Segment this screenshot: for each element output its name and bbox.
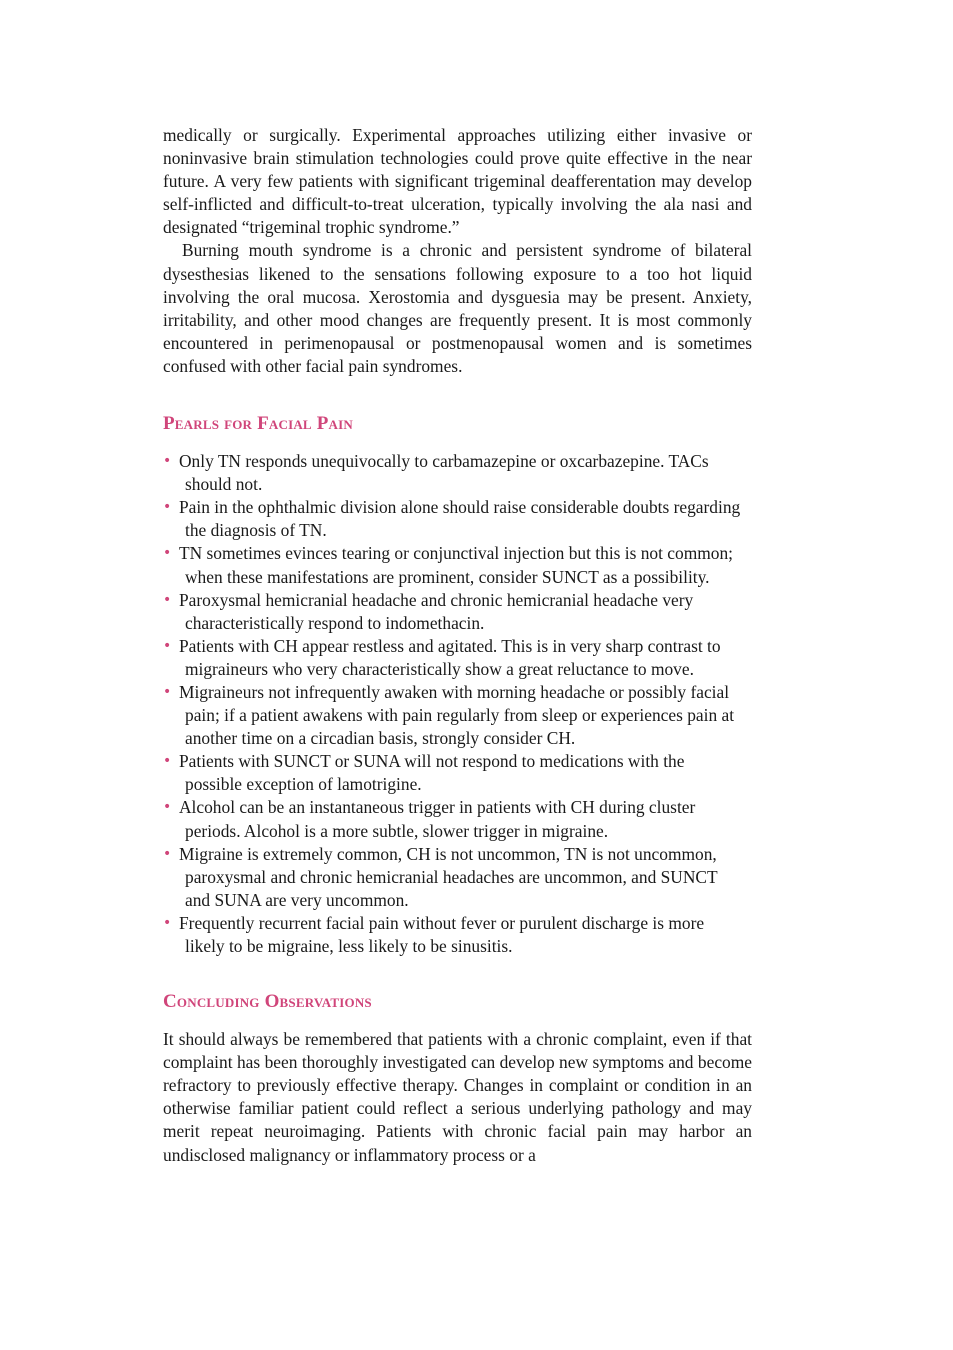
section-heading-pearls: Pearls for Facial Pain [163,413,353,435]
pearls-list: • Only TN responds unequivocally to carba… [163,450,752,958]
page-content: medically or surgically. Experimental ap… [163,124,752,1167]
list-item-text: Patients with SUNCT or SUNA will not res… [179,751,685,795]
list-item-text: Migraine is extremely common, CH is not … [179,843,718,910]
bullet-icon: • [163,799,172,816]
bullet-icon: • [163,499,172,516]
list-item-text: Paroxysmal hemicranial headache and chro… [179,589,694,633]
list-item: • Alcohol can be an instantaneous trigger… [163,796,745,842]
list-item-text: Only TN responds unequivocally to carbam… [179,451,709,495]
bullet-icon: • [163,845,172,862]
bullet-icon: • [163,453,172,470]
list-item: • Frequently recurrent facial pain withou… [163,912,745,958]
list-item-text: TN sometimes evinces tearing or conjunct… [179,543,733,587]
bullet-icon: • [163,591,172,608]
list-item: • Patients with CH appear restless and ag… [163,635,745,681]
list-item-text: Migraineurs not infrequently awaken with… [179,681,735,749]
list-item: • Migraineurs not infrequently awaken wit… [163,681,745,750]
list-item: • Patients with SUNCT or SUNA will not re… [163,750,745,796]
list-item: • Migraine is extremely common, CH is not… [163,843,745,912]
concluding-paragraph: It should always be remembered that pati… [163,1029,752,1165]
list-item: • TN sometimes evinces tearing or conjunc… [163,542,745,588]
list-item-text: Alcohol can be an instantaneous trigger … [179,797,696,841]
section-heading-concluding: Concluding Observations [163,991,372,1013]
body-paragraph-1: medically or surgically. Experimental ap… [163,125,752,238]
list-item: • Only TN responds unequivocally to carba… [163,450,745,496]
bullet-icon: • [163,914,172,931]
list-item: • Pain in the ophthalmic division alone s… [163,496,745,542]
list-item-text: Pain in the ophthalmic division alone sh… [179,497,741,541]
list-item: • Paroxysmal hemicranial headache and chr… [163,589,745,635]
bullet-icon: • [163,545,172,562]
bullet-icon: • [163,683,172,700]
body-paragraph-2: Burning mouth syndrome is a chronic and … [163,240,752,376]
bullet-icon: • [163,753,172,770]
bullet-icon: • [163,637,172,654]
list-item-text: Patients with CH appear restless and agi… [179,635,721,679]
list-item-text: Frequently recurrent facial pain without… [179,912,705,956]
